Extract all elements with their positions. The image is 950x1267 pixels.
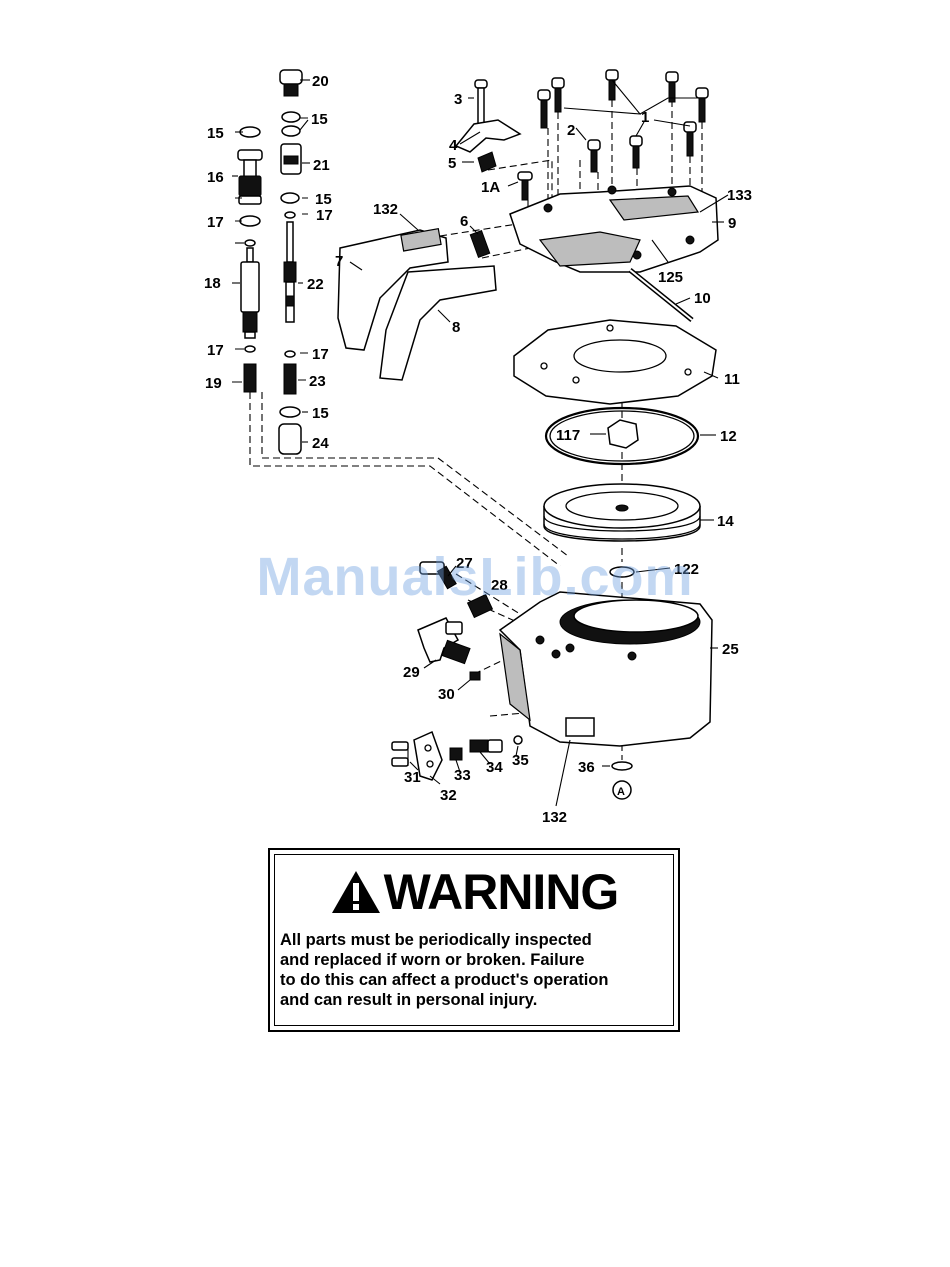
callout-label: 122: [674, 561, 699, 578]
right-valve-assembly: [278, 69, 303, 455]
callout-label: 15: [311, 111, 328, 128]
callout-label: 117: [556, 427, 580, 444]
callout-label: 16: [207, 169, 224, 186]
callout-label: 6: [460, 213, 468, 230]
callout-label: 7: [335, 253, 343, 270]
levers: [337, 227, 497, 381]
left-valve-assembly: [237, 126, 263, 393]
warning-triangle-icon: [331, 871, 380, 913]
callout-label: 22: [307, 276, 324, 293]
callout-label: 21: [313, 157, 330, 174]
callout-label: 25: [722, 641, 739, 658]
callout-label: 3: [454, 91, 462, 108]
callout-label: 9: [728, 215, 736, 232]
lower-housing: [498, 591, 713, 747]
o-ring: [544, 406, 700, 466]
warning-message: All parts must be periodically inspected…: [280, 930, 672, 1010]
reference-marker: A: [617, 786, 625, 798]
callout-label: 35: [512, 752, 529, 769]
warning-line: All parts must be periodically inspected: [280, 931, 592, 949]
piston: [543, 483, 701, 578]
callout-label: 28: [491, 577, 508, 594]
callout-label: 5: [448, 155, 456, 172]
fittings: [417, 561, 494, 681]
callout-label: 19: [205, 375, 222, 392]
callout-label: 36: [578, 759, 595, 776]
callout-label: 8: [452, 319, 460, 336]
callout-label: 1: [641, 109, 649, 126]
callout-label: 29: [403, 664, 420, 681]
callout-label: 15: [207, 125, 224, 142]
cap-screws: [537, 69, 709, 173]
callout-label: 30: [438, 686, 455, 703]
callout-label: 132: [542, 809, 567, 826]
callout-label: 14: [717, 513, 734, 530]
bracket-hardware: [391, 730, 633, 800]
callout-label: 15: [312, 405, 329, 422]
gasket: [513, 319, 717, 405]
callout-label: 17: [316, 207, 333, 224]
callout-label: 17: [207, 342, 224, 359]
callout-label: 17: [312, 346, 329, 363]
callout-label: 31: [404, 769, 421, 786]
watermark: ManualsLib.com: [256, 547, 694, 607]
callout-label: 17: [207, 214, 224, 231]
callout-label: 32: [440, 787, 457, 804]
warning-inner-border: [274, 854, 674, 1026]
callout-label: 12: [720, 428, 737, 445]
callout-label: 1A: [481, 179, 500, 196]
callout-label: 23: [309, 373, 326, 390]
callout-label: 20: [312, 73, 329, 90]
warning-box: WARNING All parts must be periodically i…: [268, 848, 680, 1032]
warning-title: WARNING: [383, 864, 620, 920]
leader-lines: [232, 79, 729, 807]
warning-line: and replaced if worn or broken. Failure: [280, 951, 585, 969]
callout-label: 27: [456, 555, 473, 572]
callout-label: 10: [694, 290, 711, 307]
warning-header: WARNING: [270, 864, 678, 920]
callout-label: 34: [486, 759, 503, 776]
upper-housing: [509, 185, 719, 322]
callout-label: 33: [454, 767, 471, 784]
callout-label: 2: [567, 122, 575, 139]
callout-label: 132: [373, 201, 398, 218]
callout-labels: 20 15 3 1 2 4 5 1A 21 16 15 15 17 17 132…: [204, 73, 752, 826]
callout-label: 125: [658, 269, 683, 286]
callout-label: 24: [312, 435, 329, 452]
callout-label: 11: [724, 371, 740, 388]
warning-line: and can result in personal injury.: [280, 991, 538, 1009]
callout-label: 15: [315, 191, 332, 208]
callout-label: 133: [727, 187, 752, 204]
callout-label: 18: [204, 275, 221, 292]
hardware-pin-clip: [454, 79, 533, 258]
warning-line: to do this can affect a product's operat…: [280, 971, 609, 989]
callout-label: 4: [449, 137, 458, 154]
